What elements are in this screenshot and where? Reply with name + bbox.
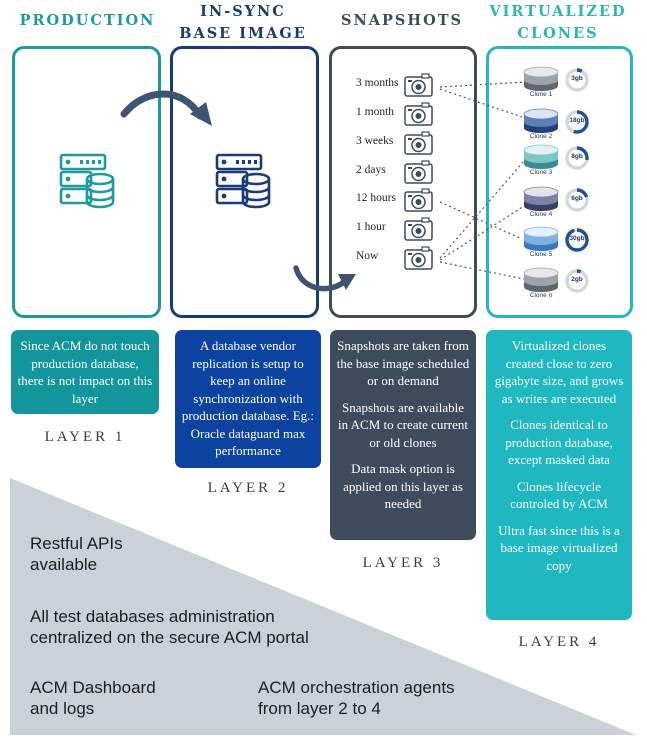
insync-title-line1: IN-SYNC bbox=[200, 3, 286, 20]
clone-label: Clone 4 bbox=[529, 211, 553, 218]
clone-size-gauge bbox=[565, 146, 589, 170]
snapshot-arrow-icon bbox=[293, 265, 356, 292]
snapshot-row: 2 days bbox=[356, 160, 448, 185]
clone-size-gauge bbox=[565, 188, 589, 212]
camera-icon bbox=[404, 217, 433, 241]
description-paragraph: Snapshots are taken from the base image … bbox=[336, 338, 470, 388]
snapshot-row: Now bbox=[356, 246, 448, 271]
layer1-description: Since ACM do not touch production databa… bbox=[11, 330, 159, 414]
clone-row: Clone 3 8gb bbox=[515, 144, 600, 180]
clone-size-label: 30gb bbox=[569, 235, 585, 242]
snapshot-label: 3 months bbox=[356, 77, 399, 89]
layer1-label: LAYER 1 bbox=[44, 429, 126, 445]
clones-title-line2: CLONES bbox=[517, 25, 599, 42]
snapshot-row: 1 hour bbox=[356, 217, 448, 242]
description-paragraph: Clones identical to production database,… bbox=[505, 417, 613, 467]
snapshot-row: 3 weeks bbox=[356, 131, 448, 156]
insync-title-line2: BASE IMAGE bbox=[179, 25, 307, 42]
clone-size-label: 6gb bbox=[571, 195, 583, 202]
clone-label: Clone 1 bbox=[529, 91, 553, 98]
layer3-label: LAYER 3 bbox=[362, 555, 444, 571]
snapshot-row: 12 hours bbox=[356, 188, 448, 213]
clone-label: Clone 5 bbox=[529, 251, 553, 258]
snapshots-panel bbox=[329, 46, 477, 318]
clone-row: Clone 2 18gb bbox=[515, 108, 600, 144]
snapshot-label: 3 weeks bbox=[356, 135, 394, 147]
clone-database-icon bbox=[523, 186, 559, 211]
clone-database-icon bbox=[523, 144, 559, 169]
clone-database-icon bbox=[523, 267, 559, 292]
description-paragraph: Snapshots are available in ACM to create… bbox=[338, 399, 468, 450]
layer2-description: A database vendor replication is setup t… bbox=[175, 330, 321, 468]
clone-row: Clone n 2gb bbox=[515, 267, 600, 303]
orchestration-agents-text: ACM orchestration agents from layer 2 to… bbox=[258, 678, 455, 718]
clone-size-gauge bbox=[565, 68, 589, 92]
insync-title: IN-SYNC BASE IMAGE bbox=[168, 1, 318, 45]
description-paragraph: Since ACM do not touch production databa… bbox=[17, 338, 153, 406]
layer4-description: Virtualized clones created close to zero… bbox=[486, 330, 632, 620]
clone-label: Clone 3 bbox=[529, 169, 553, 176]
replication-arrow-icon bbox=[120, 90, 212, 126]
clone-row: Clone 4 6gb bbox=[515, 186, 600, 222]
snapshot-clone-connectors bbox=[439, 81, 527, 280]
portal-admin-text: All test databases administration centra… bbox=[30, 607, 309, 647]
clones-title-line1: VIRTUALIZED bbox=[489, 3, 627, 20]
description-paragraph: A database vendor replication is setup t… bbox=[181, 338, 315, 458]
clone-row: Clone 5 30gb bbox=[515, 226, 600, 262]
layer3-description: Snapshots are taken from the base image … bbox=[330, 330, 476, 540]
camera-icon bbox=[404, 188, 433, 212]
snapshot-label: 2 days bbox=[356, 164, 386, 176]
clone-size-label: 18gb bbox=[569, 117, 585, 124]
snapshot-label: 1 month bbox=[356, 106, 395, 118]
clone-size-gauge bbox=[565, 110, 589, 134]
description-paragraph: Ultra fast since this is a base image vi… bbox=[498, 522, 620, 573]
description-paragraph: Data mask option is applied on this laye… bbox=[343, 461, 463, 511]
clone-size-gauge bbox=[565, 228, 589, 252]
description-paragraph: Clones lifecycle controled by ACM bbox=[510, 478, 608, 512]
description-paragraph: Virtualized clones created close to zero… bbox=[494, 338, 624, 406]
clone-row: Clone 1 3gb bbox=[515, 66, 600, 102]
snapshot-label: 1 hour bbox=[356, 221, 386, 233]
camera-icon bbox=[404, 160, 433, 184]
production-title: PRODUCTION bbox=[19, 12, 156, 29]
camera-icon bbox=[404, 131, 433, 155]
clones-panel bbox=[486, 46, 633, 318]
snapshot-label: Now bbox=[356, 250, 379, 262]
base-image-database-icon bbox=[215, 153, 271, 209]
snapshot-row: 1 month bbox=[356, 102, 448, 127]
clone-size-label: 8gb bbox=[571, 153, 583, 160]
dashboard-logs-text: ACM Dashboard and logs bbox=[30, 678, 156, 718]
restful-apis-text: Restful APIs available bbox=[30, 534, 123, 574]
camera-icon bbox=[404, 246, 433, 270]
clone-size-gauge bbox=[565, 269, 589, 293]
layer4-label: LAYER 4 bbox=[518, 634, 600, 650]
snapshots-title: SNAPSHOTS bbox=[341, 12, 463, 29]
clone-label: Clone n bbox=[529, 292, 553, 299]
layer2-label: LAYER 2 bbox=[207, 480, 289, 496]
clone-database-icon bbox=[523, 108, 559, 133]
clone-database-icon bbox=[523, 226, 559, 251]
clone-size-label: 2gb bbox=[571, 276, 583, 283]
clone-size-label: 3gb bbox=[571, 75, 583, 82]
camera-icon bbox=[404, 102, 433, 126]
clones-title: VIRTUALIZED CLONES bbox=[483, 1, 633, 45]
snapshot-row: 3 months bbox=[356, 73, 448, 98]
clone-label: Clone 2 bbox=[529, 133, 553, 140]
production-database-icon bbox=[59, 153, 115, 209]
clone-database-icon bbox=[523, 66, 559, 91]
camera-icon bbox=[404, 73, 433, 97]
snapshot-label: 12 hours bbox=[356, 192, 396, 204]
